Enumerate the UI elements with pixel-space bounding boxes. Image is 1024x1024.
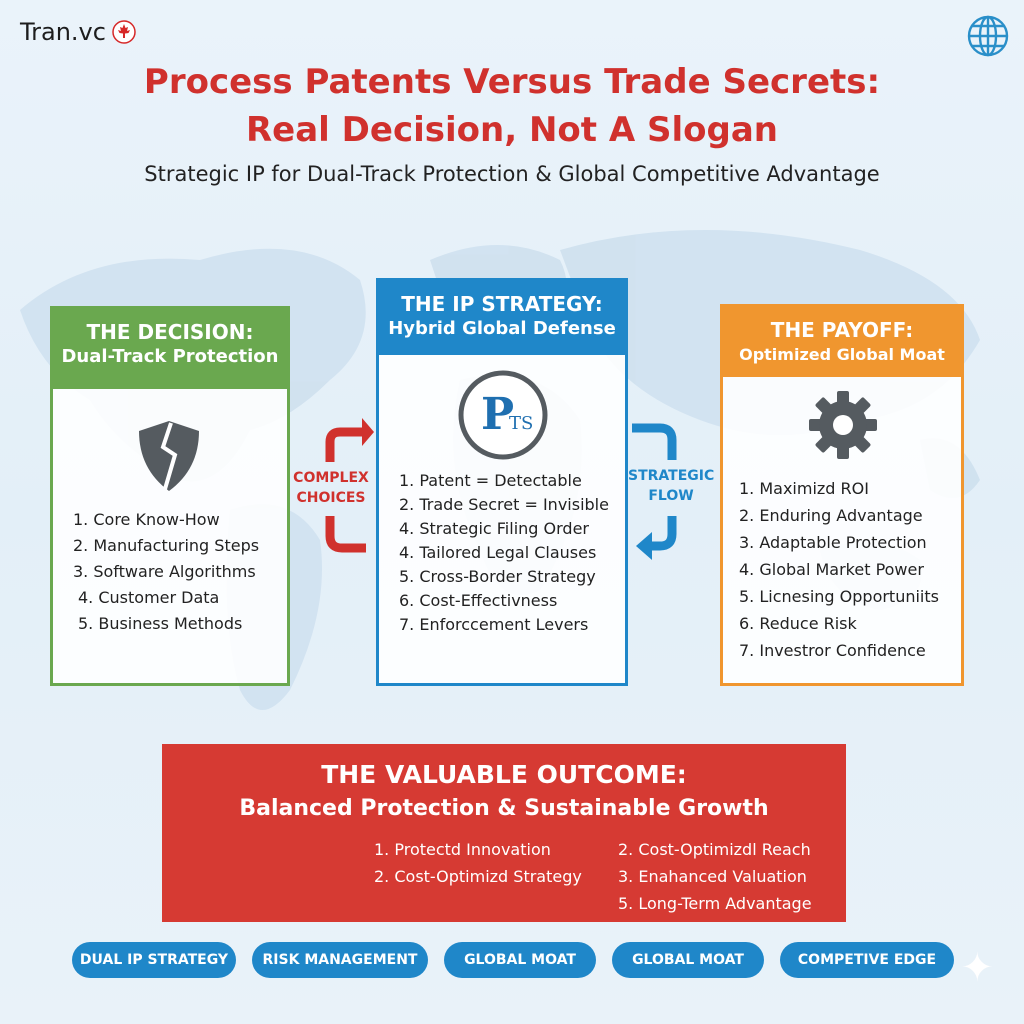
flow-label-line-1: STRATEGIC	[628, 468, 715, 484]
decision-title: THE DECISION:	[86, 320, 254, 344]
payoff-card: THE PAYOFF: Optimized Global Moat 1. Max…	[720, 304, 964, 686]
list-item: 1. Patent = Detectable	[399, 471, 582, 490]
tag-pill: COMPETIVE EDGE	[780, 942, 954, 978]
broken-shield-icon	[139, 421, 199, 491]
list-item: 2. Manufacturing Steps	[73, 536, 260, 555]
brand-logo: Tran.vc	[20, 18, 136, 46]
complex-label-line-1: COMPLEX	[293, 470, 369, 486]
payoff-list: 1. Maximizd ROI 2. Enduring Advantage 3.…	[739, 475, 939, 664]
list-item: 7. Enforccement Levers	[399, 615, 589, 634]
brand-name: Tran.vc	[20, 18, 106, 46]
list-item: 2. Enduring Advantage	[739, 506, 923, 525]
strategy-card-header: THE IP STRATEGY: Hybrid Global Defense	[379, 281, 625, 355]
tag-pill: GLOBAL MOAT	[612, 942, 764, 978]
payoff-card-header: THE PAYOFF: Optimized Global Moat	[723, 307, 961, 377]
list-item: 5. Licnesing Opportuniits	[739, 587, 939, 606]
decision-card: THE DECISION: Dual-Track Protection 1. C…	[50, 306, 290, 686]
list-item: 7. Investror Confidence	[739, 641, 926, 660]
list-item: 2. Trade Secret = Invisible	[399, 495, 609, 514]
page-subtitle: Strategic IP for Dual-Track Protection &…	[144, 162, 880, 186]
tag-pill: GLOBAL MOAT	[444, 942, 596, 978]
page-title-line-1: Process Patents Versus Trade Secrets:	[143, 62, 881, 102]
list-item: 1. Core Know-How	[73, 510, 220, 529]
strategy-subtitle: Hybrid Global Defense	[388, 318, 616, 339]
outcome-column-1: 1. Protectd Innovation 2. Cost-Optimizd …	[374, 836, 582, 890]
list-item: 4. Customer Data	[78, 588, 220, 607]
strategic-flow-label: STRATEGIC FLOW	[628, 466, 714, 506]
list-item: 3. Software Algorithms	[73, 562, 256, 581]
list-item: 5. Cross-Border Strategy	[399, 567, 596, 586]
decision-subtitle: Dual-Track Protection	[61, 346, 279, 367]
sparkle-icon: ✦	[960, 945, 994, 991]
list-item: 4. Global Market Power	[739, 560, 924, 579]
globe-icon	[967, 15, 1009, 57]
list-item: 5. Business Methods	[78, 614, 243, 633]
decision-card-header: THE DECISION: Dual-Track Protection	[53, 309, 287, 389]
list-item: 2. Cost-Optimizd Strategy	[374, 867, 582, 886]
outcome-subtitle: Balanced Protection & Sustainable Growth	[239, 796, 769, 821]
list-item: 5. Long-Term Advantage	[618, 894, 812, 913]
outcome-title: THE VALUABLE OUTCOME:	[321, 760, 687, 789]
strategy-card: THE IP STRATEGY: Hybrid Global Defense P…	[376, 278, 628, 686]
maple-leaf-icon	[112, 20, 136, 44]
list-item: 1. Maximizd ROI	[739, 479, 869, 498]
list-item: 1. Protectd Innovation	[374, 840, 551, 859]
tag-pill: RISK MANAGEMENT	[252, 942, 428, 978]
decision-list: 1. Core Know-How 2. Manufacturing Steps …	[73, 507, 259, 637]
list-item: 3. Enahanced Valuation	[618, 867, 807, 886]
tag-pill: DUAL IP STRATEGY	[72, 942, 236, 978]
payoff-subtitle: Optimized Global Moat	[739, 345, 945, 364]
logo-main-text: P	[481, 389, 514, 440]
outcome-column-2: 2. Cost-Optimizdl Reach 3. Enahanced Val…	[618, 836, 812, 917]
complex-label-line-2: CHOICES	[296, 490, 366, 506]
complex-choices-label: COMPLEX CHOICES	[290, 468, 372, 508]
strategy-title: THE IP STRATEGY:	[401, 292, 603, 316]
list-item: 3. Adaptable Protection	[739, 533, 927, 552]
list-item: 6. Cost-Effectivness	[399, 591, 558, 610]
flow-label-line-2: FLOW	[648, 488, 694, 504]
list-item: 4. Strategic Filing Order	[399, 519, 589, 538]
logo-sub-text: TS	[509, 413, 533, 434]
gear-icon	[809, 391, 877, 459]
list-item: 4. Tailored Legal Clauses	[399, 543, 597, 562]
list-item: 6. Reduce Risk	[739, 614, 857, 633]
strategy-list: 1. Patent = Detectable 2. Trade Secret =…	[399, 469, 609, 637]
payoff-title: THE PAYOFF:	[770, 318, 914, 342]
list-item: 2. Cost-Optimizdl Reach	[618, 840, 811, 859]
complex-choices-arrow-icon	[325, 418, 374, 553]
page-title-line-2: Real Decision, Not A Slogan	[245, 110, 778, 150]
outcome-box: THE VALUABLE OUTCOME: Balanced Protectio…	[162, 744, 846, 922]
strategic-flow-arrow-icon	[632, 423, 677, 560]
patent-trade-secret-logo-icon: P TS	[458, 370, 548, 460]
